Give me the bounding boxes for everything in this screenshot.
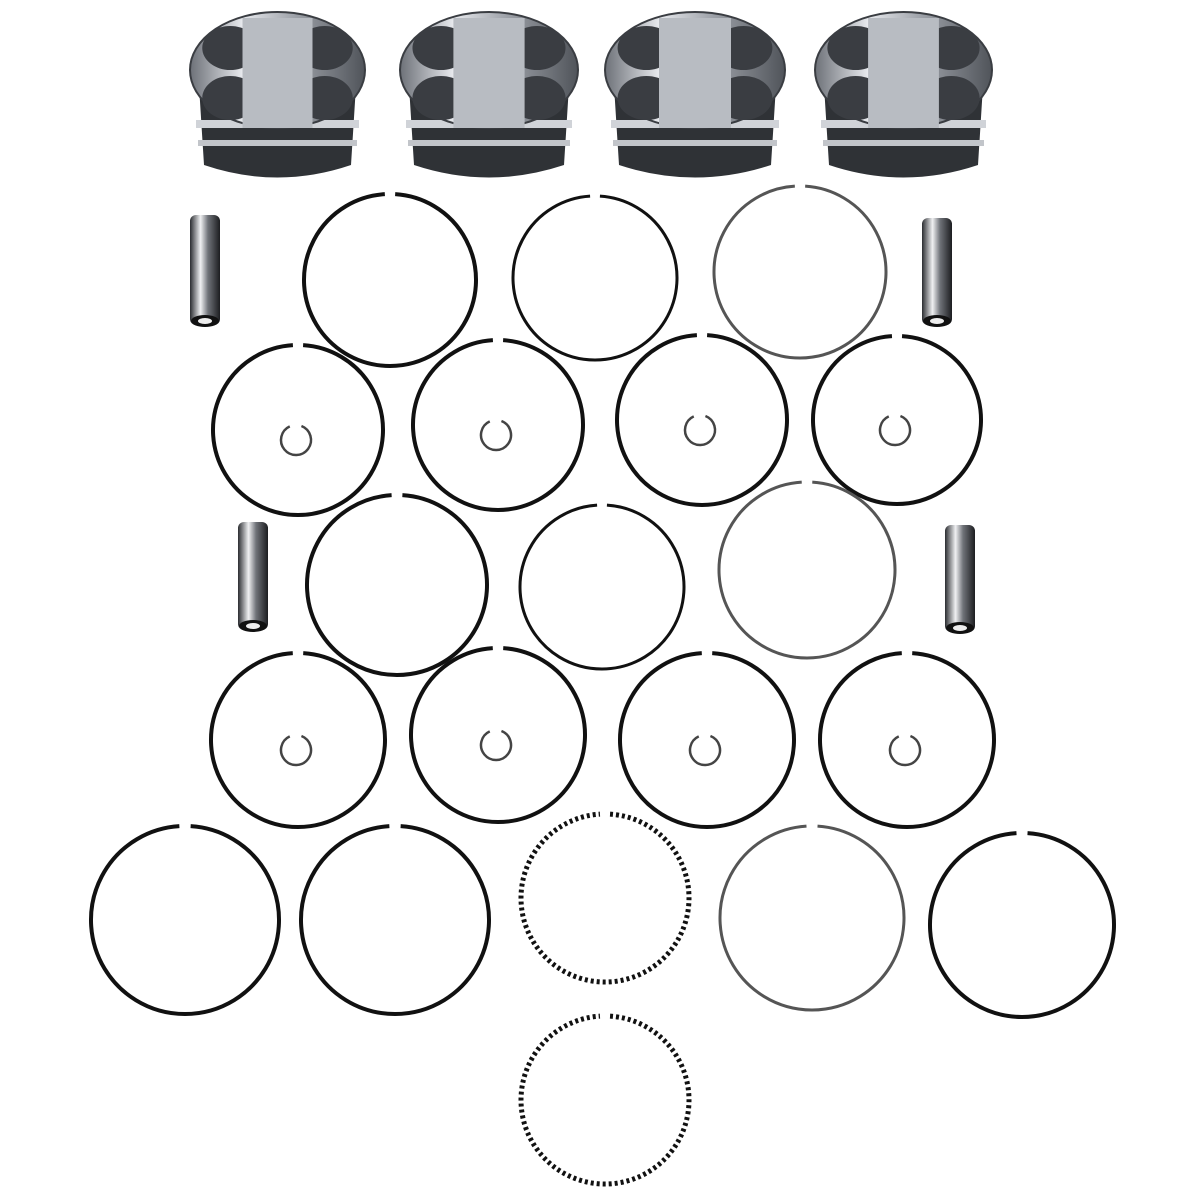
piston-ring: [712, 184, 888, 360]
piston: [399, 11, 579, 178]
piston: [604, 11, 786, 178]
circlip: [479, 419, 513, 452]
piston-ring: [305, 493, 489, 677]
piston-ring: [89, 824, 281, 1016]
piston-ring: [211, 343, 385, 517]
piston-ring: [518, 503, 686, 671]
piston-ring: [717, 480, 897, 660]
wrist-pin: [922, 218, 952, 327]
piston-ring: [409, 646, 587, 824]
circlip: [479, 729, 513, 762]
circlip: [683, 414, 717, 447]
piston-ring: [928, 831, 1116, 1019]
piston-ring: [818, 651, 996, 829]
piston-ring: [518, 811, 692, 985]
wrist-pin: [238, 522, 268, 632]
piston-ring: [811, 334, 983, 506]
piston-ring: [518, 1013, 692, 1187]
piston-ring: [411, 338, 585, 512]
wrist-pin: [945, 525, 975, 634]
wrist-pin: [190, 215, 220, 327]
piston-ring: [511, 194, 679, 362]
circlip: [279, 734, 313, 767]
piston: [814, 11, 993, 178]
piston-ring: [299, 824, 491, 1016]
circlip: [878, 414, 912, 447]
circlip: [888, 734, 922, 767]
piston-ring: [209, 651, 387, 829]
piston-ring: [718, 824, 906, 1012]
piston-ring: [618, 651, 796, 829]
circlip: [279, 424, 313, 457]
piston: [189, 11, 366, 178]
circlip: [688, 734, 722, 767]
piston-ring: [615, 333, 789, 507]
piston-ring: [302, 192, 478, 368]
